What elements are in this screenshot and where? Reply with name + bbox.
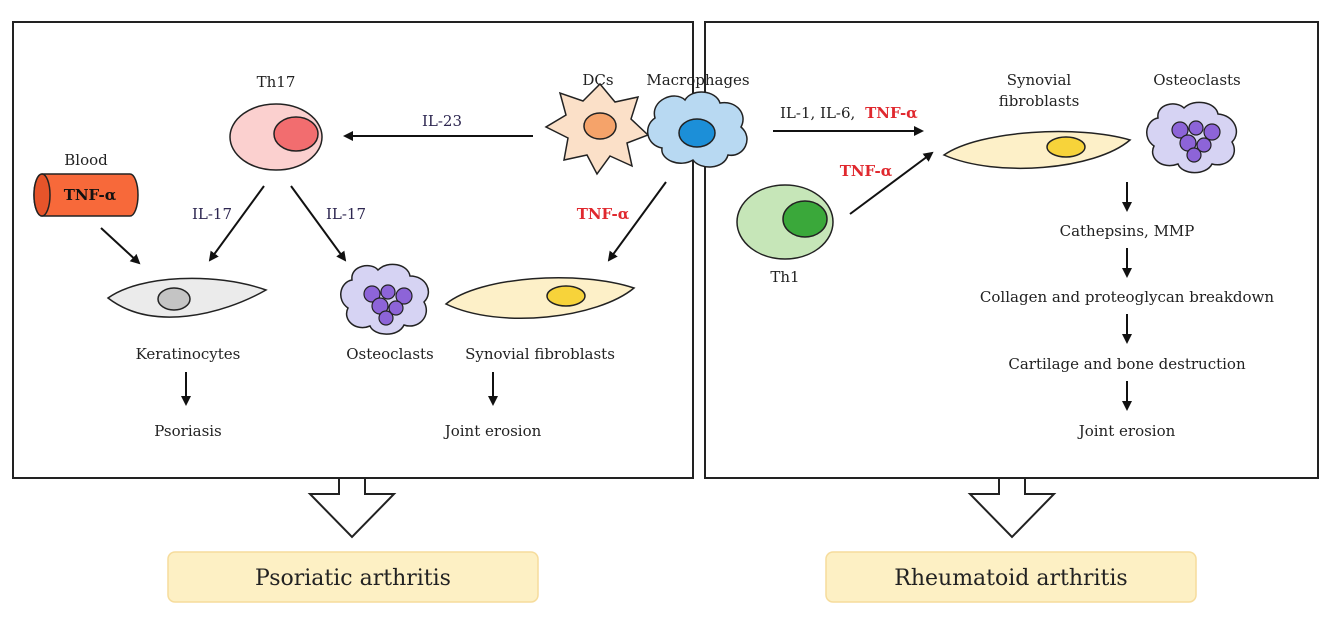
arrow-blood-keratinocytes [100, 227, 141, 265]
label-synovial-line2: fibroblasts [999, 92, 1080, 110]
label-blood: Blood [64, 151, 108, 169]
label-il17-a: IL-17 [192, 205, 232, 223]
label-joint-erosion-left: Joint erosion [443, 422, 542, 440]
outcome-label-right: Rheumatoid arthritis [894, 566, 1127, 591]
label-synovial-line1: Synovial [1007, 71, 1072, 89]
label-il-tnf: TNF-α [865, 104, 918, 122]
label-cartilage: Cartilage and bone destruction [1008, 355, 1246, 373]
fibroblast-cell-right [942, 130, 1132, 170]
keratinocyte-cell [106, 277, 268, 318]
label-il-prefix: IL-1, IL-6, [780, 104, 855, 122]
fibroblast-cell-left [444, 277, 636, 319]
label-collagen: Collagen and proteoglycan breakdown [980, 288, 1274, 306]
label-th1-tnf: TNF-α [840, 162, 893, 180]
label-il23: IL-23 [422, 112, 462, 130]
osteoclast-cell-left [340, 263, 430, 335]
left-panel [12, 21, 694, 479]
label-dcs: DCs [582, 71, 613, 89]
outcome-box-right [825, 551, 1197, 603]
blood-vessel [33, 173, 139, 217]
osteoclast-cell-right [1146, 101, 1238, 174]
outcome-box-left [167, 551, 539, 603]
label-blood-tnf: TNF-α [64, 186, 117, 204]
label-th17: Th17 [257, 73, 296, 91]
label-il17-b: IL-17 [326, 205, 366, 223]
label-psoriasis: Psoriasis [154, 422, 222, 440]
arrow-th17-osteoclasts [290, 185, 347, 262]
label-osteoclasts-right: Osteoclasts [1153, 71, 1241, 89]
arrow-th17-keratinocytes [208, 185, 265, 262]
outcome-label-left: Psoriatic arthritis [255, 566, 451, 591]
hollow-arrow-right [967, 477, 1057, 539]
hollow-arrow-left [307, 477, 397, 539]
th1-cell [736, 184, 834, 260]
label-tnf-left: TNF-α [577, 205, 630, 223]
arrow-th1-fibroblast [849, 151, 934, 215]
th17-cell [229, 103, 323, 171]
label-synovial-fibroblasts-left: Synovial fibroblasts [465, 345, 615, 363]
macrophage-cell [646, 91, 748, 168]
label-osteoclasts-left: Osteoclasts [346, 345, 434, 363]
label-th1: Th1 [770, 268, 799, 286]
label-macrophages: Macrophages [646, 71, 749, 89]
label-keratinocytes: Keratinocytes [136, 345, 241, 363]
dc-cell [544, 82, 650, 176]
arrow-macrophage-fibroblast [607, 181, 667, 262]
label-il-cytokines: IL-1, IL-6, TNF-α [780, 104, 918, 122]
label-joint-erosion-right: Joint erosion [1077, 422, 1176, 440]
label-cathepsins: Cathepsins, MMP [1060, 222, 1195, 240]
